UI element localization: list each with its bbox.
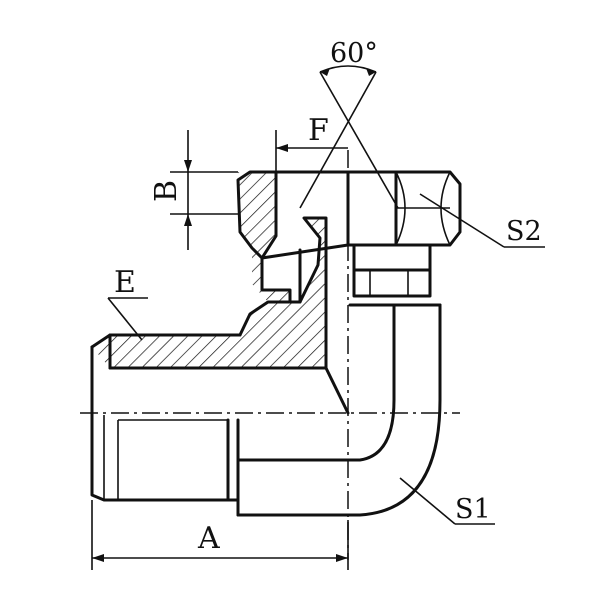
b-dimension (170, 130, 238, 250)
angle-dimension (299, 65, 399, 209)
f-label: F (308, 113, 329, 148)
a-dimension (91, 500, 349, 570)
elbow-body (236, 216, 442, 517)
s1-label: S1 (455, 494, 491, 525)
swivel-nut (236, 170, 462, 304)
angle-label: 60° (330, 38, 378, 69)
e-label: E (114, 265, 136, 300)
s2-leader (419, 193, 545, 248)
e-leader (107, 297, 148, 341)
male-thread-body (90, 333, 328, 502)
hatched-sections (92, 172, 326, 368)
f-dimension (275, 130, 348, 172)
s2-label: S2 (506, 216, 542, 247)
s1-leader (399, 477, 495, 525)
b-label: B (149, 180, 184, 202)
a-label: A (197, 521, 220, 556)
